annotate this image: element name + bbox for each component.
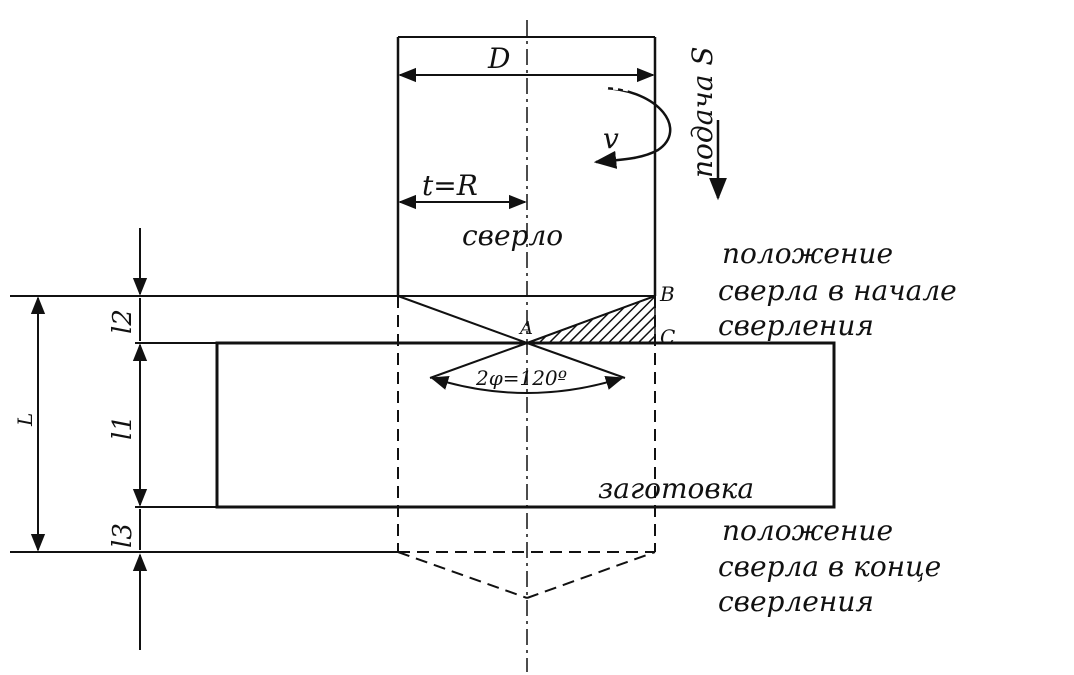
svg-text:положение: положение [722, 237, 893, 270]
label-start-position: положение сверла в начале сверления [718, 237, 957, 342]
label-l1: l1 [108, 415, 138, 440]
svg-text:сверления: сверления [718, 309, 874, 342]
label-workpiece: заготовка [598, 472, 754, 505]
hatched-region [526, 294, 656, 344]
label-feed: подача S [686, 46, 719, 178]
svg-text:сверла в начале: сверла в начале [718, 274, 957, 307]
svg-text:сверла в конце: сверла в конце [718, 550, 941, 583]
label-l3: l3 [108, 523, 138, 548]
label-l2: l2 [108, 309, 138, 334]
drill-end-position [397, 296, 656, 599]
angle-ray-right [526, 342, 626, 379]
label-drill: сверло [462, 219, 563, 252]
svg-text:сверления: сверления [718, 585, 874, 618]
label-point-a: A [518, 318, 533, 339]
label-t: t=R [422, 169, 478, 202]
label-l-total: L [13, 413, 37, 427]
label-d: D [487, 42, 510, 75]
angle-arc [430, 376, 624, 394]
label-v: v [603, 122, 619, 155]
rotation-arrow [593, 86, 672, 169]
label-angle: 2φ=120º [475, 366, 567, 390]
drill-body [135, 36, 657, 344]
label-point-c: C [660, 325, 675, 349]
angle-ray-left [429, 342, 528, 379]
svg-text:положение: положение [722, 514, 893, 547]
label-point-b: B [659, 282, 675, 306]
label-end-position: положение сверла в конце сверления [718, 514, 941, 618]
